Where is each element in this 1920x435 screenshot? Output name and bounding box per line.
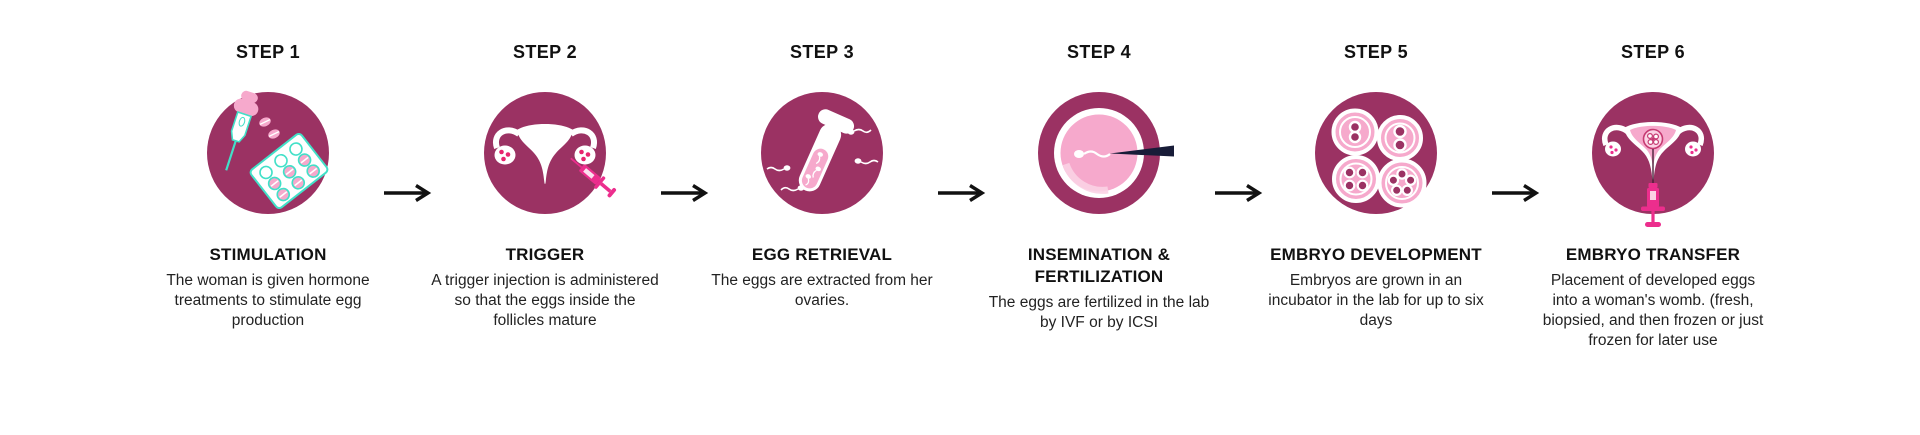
step-title: STIMULATION <box>209 245 327 264</box>
right-arrow-icon <box>382 184 431 202</box>
right-arrow-icon <box>936 184 985 202</box>
embryo-five-cell <box>1377 158 1427 208</box>
step-label: STEP 4 <box>1066 42 1132 62</box>
egg-cell-fertilization-icon <box>1038 92 1174 214</box>
step-column-1: STEP 1 <box>154 40 382 331</box>
pill-blister-pack <box>249 133 329 209</box>
step-label: STEP 6 <box>1620 42 1686 62</box>
embryo-cell-division-icon <box>1315 92 1437 214</box>
loose-pills <box>259 117 280 139</box>
injection-pen <box>225 90 259 171</box>
step-title: INSEMINATION & FERTILIZATION <box>1027 245 1171 286</box>
uterus-trigger-syringe-icon <box>484 92 617 214</box>
egg-cytoplasm <box>1060 114 1138 192</box>
embryo-four-cell <box>1332 155 1380 203</box>
step-description: Placement of developed eggs into a woman… <box>1542 272 1764 349</box>
step-title: EMBRYO DEVELOPMENT <box>1270 245 1482 264</box>
step-title: EGG RETRIEVAL <box>751 245 893 264</box>
step-column-6: STEP 6 <box>1539 40 1767 351</box>
step-column-5: STEP 5 <box>1262 40 1490 331</box>
sperm-cells <box>766 128 879 192</box>
uterus <box>492 124 598 184</box>
step-label: STEP 3 <box>789 42 855 62</box>
sperm-cell <box>1074 150 1111 158</box>
embryo-two-cell-b <box>1377 115 1423 161</box>
step-description: Embryos are grown in an incubator in the… <box>1268 272 1484 329</box>
step-label: STEP 5 <box>1343 42 1409 62</box>
transfer-syringe <box>1641 183 1665 227</box>
stimulation-injection-pills-icon <box>207 90 329 214</box>
step-label: STEP 2 <box>512 42 578 62</box>
right-arrow-icon <box>659 184 708 202</box>
trigger-syringe <box>570 157 617 198</box>
ivf-process-flow: STEP 1 <box>154 40 1767 351</box>
step-description: The eggs are fertilized in the lab by IV… <box>988 294 1210 331</box>
embryo <box>1642 128 1664 150</box>
step-column-3: STEP 3 <box>708 40 936 311</box>
step-column-4: STEP 4 INSEMINATION & FERTILIZATION The … <box>985 40 1213 333</box>
icsi-needle <box>1110 145 1174 157</box>
step-description: The woman is given hormone treatments to… <box>166 272 370 329</box>
step-title: TRIGGER <box>505 245 585 264</box>
test-tube <box>798 109 855 192</box>
step-title: EMBRYO TRANSFER <box>1565 245 1741 264</box>
step-description: A trigger injection is administered so t… <box>431 272 659 329</box>
test-tube-sperm-icon <box>761 92 883 214</box>
right-arrow-icon <box>1213 184 1262 202</box>
step-label: STEP 1 <box>235 42 301 62</box>
right-arrow-icon <box>1490 184 1539 202</box>
embryo-two-cell-a <box>1331 108 1379 156</box>
step-description: The eggs are extracted from her ovaries. <box>711 272 933 309</box>
uterus-embryo-transfer-icon <box>1592 92 1714 227</box>
step-column-2: STEP 2 <box>431 40 659 331</box>
